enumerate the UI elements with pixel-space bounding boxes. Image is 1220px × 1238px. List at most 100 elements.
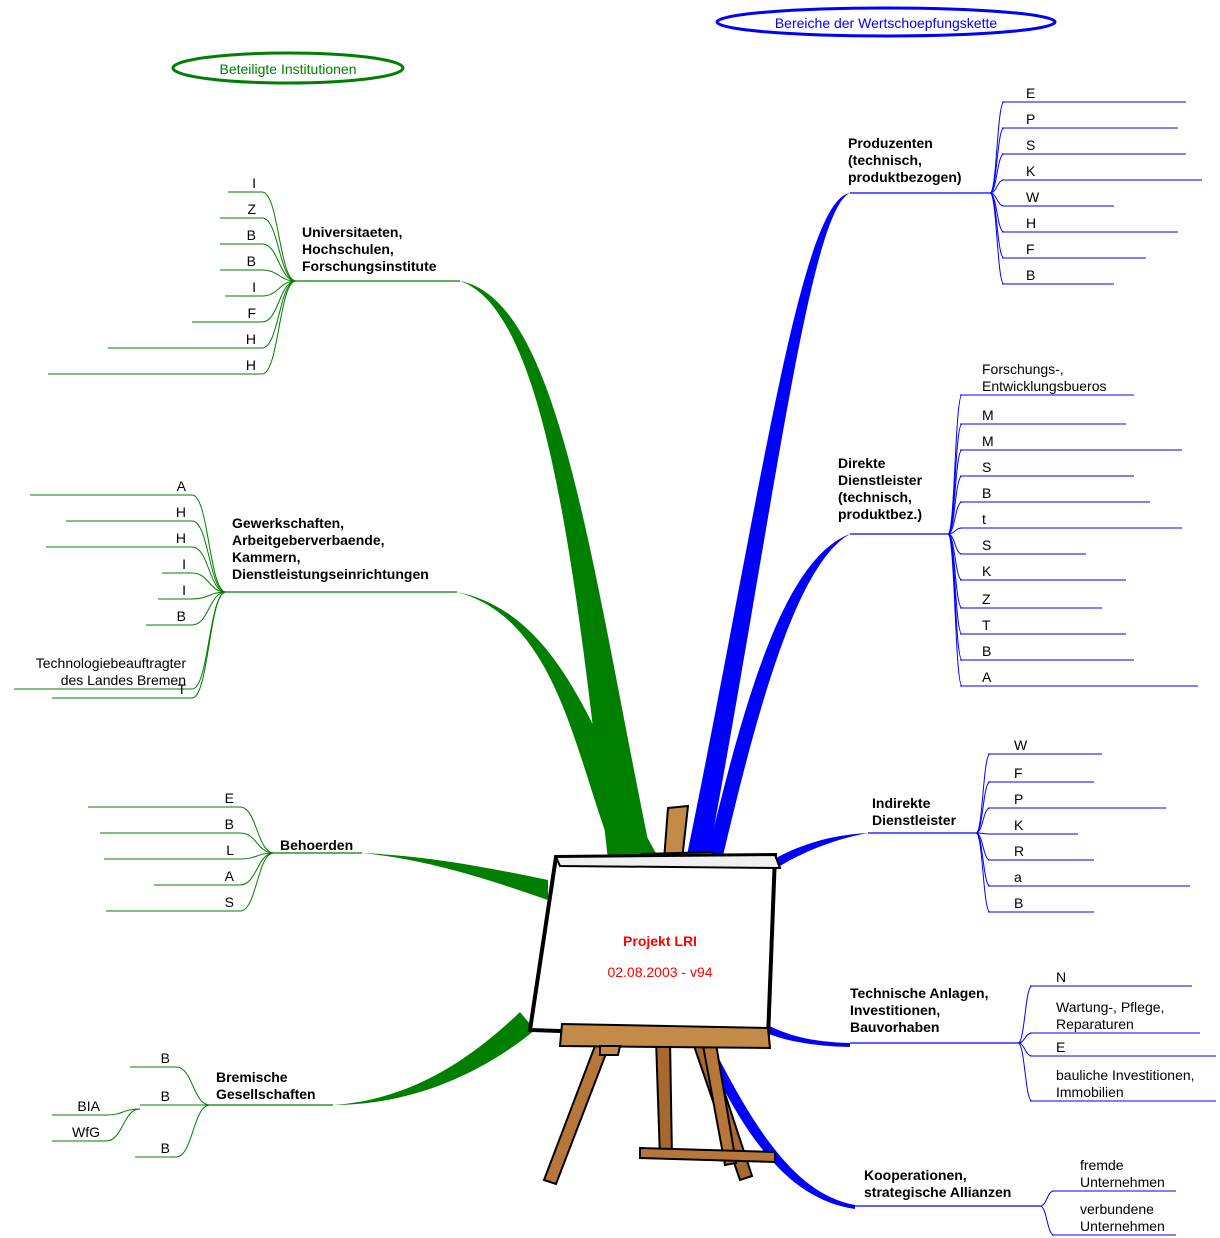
child-label-bwu: B	[177, 608, 186, 624]
child-label-arbeitsamt: A	[225, 868, 235, 884]
child-label-hochschule-bremen: H	[246, 331, 256, 347]
branch-label-technische-anlagen: Investitionen,	[850, 1002, 940, 1018]
branch-label-kooperationen: strategische Allianzen	[864, 1184, 1011, 1200]
grandchild-label-wfg: WfG	[72, 1124, 100, 1140]
branch-label-kooperationen: Kooperationen,	[864, 1167, 967, 1183]
child-label-fremde: fremde	[1080, 1157, 1124, 1173]
child-label-verbundene: Unternehmen	[1080, 1218, 1165, 1234]
child-label-verbundene: verbundene	[1080, 1201, 1154, 1217]
child-label-reinigung: R	[1014, 843, 1024, 859]
child-connector	[261, 243, 297, 282]
left-branch-lines	[14, 191, 460, 1158]
child-label-zertifizierung: Z	[982, 591, 991, 607]
child-label-neuinvestitionen: N	[1056, 969, 1066, 985]
child-label-ersatzinvestitionen: E	[1056, 1039, 1065, 1055]
main-branch-bremische	[333, 1012, 535, 1105]
child-label-fertigprodukte: F	[1026, 241, 1035, 257]
child-label-bias: B	[247, 253, 256, 269]
child-label-handwerkskammer: H	[176, 530, 186, 546]
branch-label-technische-anlagen: Bauvorhaben	[850, 1019, 939, 1035]
child-connector	[261, 269, 297, 282]
child-connector	[175, 1104, 211, 1158]
easel-icon	[527, 804, 782, 1186]
child-label-softwareentwickler: S	[982, 459, 991, 475]
branch-label-direkte: produktbez.)	[838, 506, 922, 522]
grandchild-connector	[105, 1108, 141, 1142]
branch-label-gewerkschaften: Kammern,	[232, 549, 300, 565]
branch-label-direkte: Dienstleister	[838, 472, 923, 488]
child-label-zarm: Z	[247, 201, 256, 217]
child-label-bauliche-investitionen: Immobilien	[1056, 1084, 1124, 1100]
branch-label-indirekte: Indirekte	[872, 795, 931, 811]
main-branch-gewerkschaften	[457, 592, 660, 860]
child-label-bewirtung: B	[1014, 895, 1023, 911]
branch-label-universitaeten: Universitaeten,	[302, 224, 402, 240]
child-label-produktionspartner: P	[1026, 111, 1035, 127]
child-label-entwicklungspartner: E	[1026, 85, 1035, 101]
child-connector	[989, 192, 1005, 259]
child-label-technische-dokumentation: t	[982, 511, 986, 527]
child-label-forschungs: Entwicklungsbueros	[982, 378, 1107, 394]
svg-text:Bereiche der Wertschoepfungske: Bereiche der Wertschoepfungskette	[775, 15, 998, 31]
grandchild-label-bia: BIA	[77, 1098, 100, 1114]
child-connector	[947, 501, 963, 535]
child-connector	[261, 280, 297, 349]
child-connector	[191, 494, 227, 593]
child-label-materialpruefungsstellen: M	[982, 433, 994, 449]
child-label-fremde: Unternehmen	[1080, 1174, 1165, 1190]
child-label-baw: B	[161, 1050, 170, 1066]
child-label-arbeitnehmerkammer: A	[177, 478, 187, 494]
right-branch-lines	[850, 101, 1216, 1236]
child-connector	[191, 520, 227, 593]
child-connector	[261, 191, 297, 282]
child-label-wartung-pflege: Reparaturen	[1056, 1016, 1134, 1032]
child-connector	[239, 832, 275, 854]
branch-label-universitaeten: Forschungsinstitute	[302, 258, 437, 274]
branch-label-produzenten: Produzenten	[848, 135, 933, 151]
child-label-igm: I	[182, 582, 186, 598]
child-label-bitz: B	[161, 1140, 170, 1156]
child-connector	[947, 394, 963, 535]
branch-label-bremische: Bremische	[216, 1069, 288, 1085]
child-label-ihk: I	[182, 556, 186, 572]
child-connector	[975, 781, 991, 834]
child-connector	[191, 591, 227, 699]
child-label-feuerwehr: F	[1014, 765, 1023, 781]
child-connector	[191, 591, 227, 690]
child-connector	[1039, 1190, 1055, 1207]
branch-label-universitaeten: Hochschulen,	[302, 241, 394, 257]
child-label-know-how-beratung: K	[982, 563, 992, 579]
branch-label-gewerkschaften: Arbeitgeberverbaende,	[232, 532, 385, 548]
child-label-hochschule-bremerhaven: H	[246, 357, 256, 373]
child-label-technologiebroker: T	[982, 617, 991, 633]
child-label-kantine: K	[1014, 817, 1024, 833]
child-label-arbeitnehmerueberlassungen: A	[982, 669, 992, 685]
child-label-technologiebeauftragter: des Landes Bremen	[61, 672, 186, 688]
child-connector	[175, 1066, 211, 1106]
child-connector	[239, 852, 275, 886]
child-connector	[239, 852, 275, 912]
child-label-komponentenhersteller: K	[1026, 163, 1036, 179]
child-connector	[1039, 1205, 1055, 1236]
child-label-buerodienstleister: B	[982, 643, 991, 659]
child-label-materialforschung: M	[982, 407, 994, 423]
child-label-wartung-pflege: Wartung-, Pflege,	[1056, 999, 1164, 1015]
main-branch-direkte	[706, 534, 850, 860]
child-label-system-tests: S	[982, 537, 991, 553]
child-label-bauliche-investitionen: bauliche Investitionen,	[1056, 1067, 1195, 1083]
child-label-biba: B	[247, 227, 256, 243]
child-connector	[975, 832, 991, 913]
child-label-subsystemhersteller: S	[1026, 137, 1035, 153]
child-label-fhg-ifam: F	[247, 305, 256, 321]
branch-label-technische-anlagen: Technische Anlagen,	[850, 985, 988, 1001]
main-branch-universitaeten	[460, 281, 652, 860]
child-connector	[989, 101, 1005, 194]
child-label-baugruppen: B	[1026, 267, 1035, 283]
child-label-bauweisentechnologie: B	[982, 485, 991, 501]
main-branch-indirekte	[776, 833, 868, 866]
child-label-forschungs: Forschungs-,	[982, 361, 1064, 377]
branch-label-behoerden: Behoerden	[280, 837, 353, 853]
branch-label-gewerkschaften: Gewerkschaften,	[232, 515, 344, 531]
child-connector	[261, 217, 297, 282]
